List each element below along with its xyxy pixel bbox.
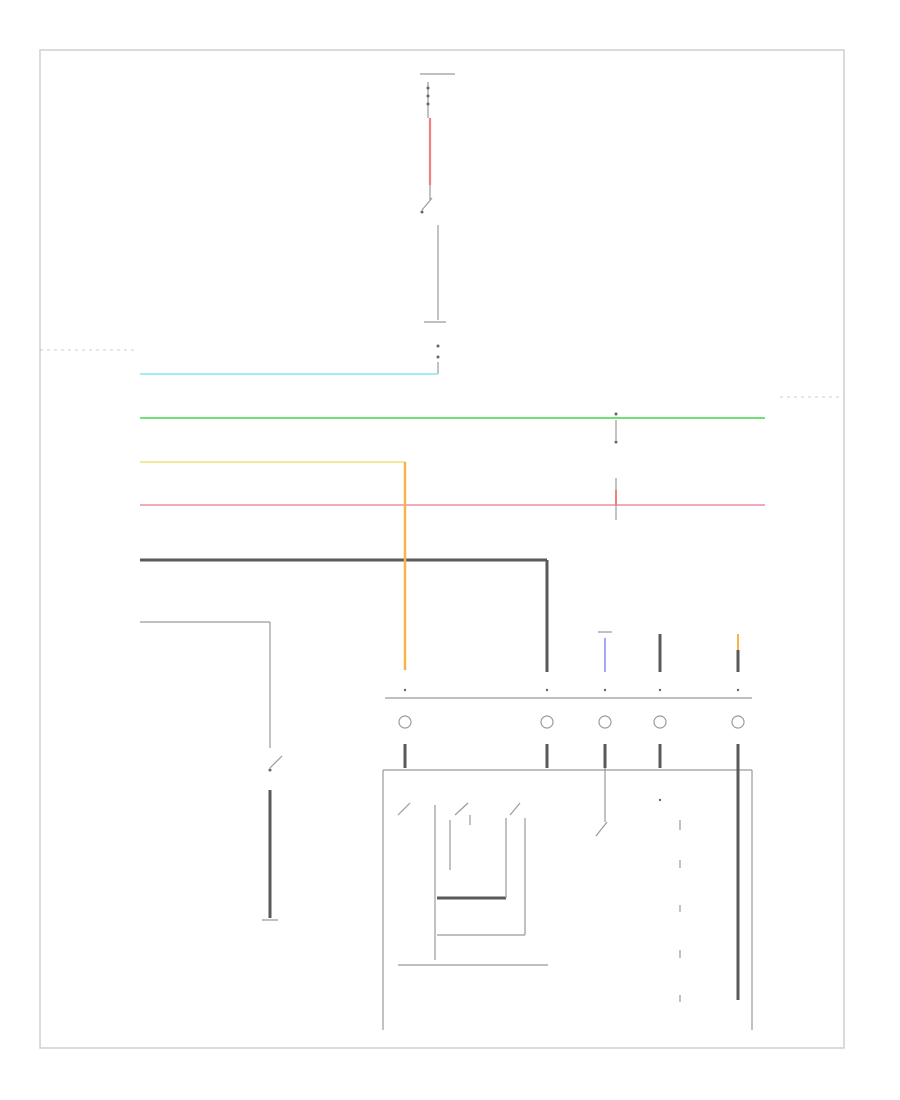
- horn-relay-feed: [598, 631, 612, 672]
- brake-switch: [420, 197, 433, 214]
- steering-wheel-connector: [385, 688, 752, 768]
- control-module: [382, 768, 753, 1030]
- clutch-switch: [268, 755, 283, 772]
- mid-connector-green: [614, 412, 618, 444]
- fuse-block-top: [420, 73, 455, 118]
- splice-connector-top: [424, 321, 446, 359]
- diagram-frame: [39, 49, 845, 1049]
